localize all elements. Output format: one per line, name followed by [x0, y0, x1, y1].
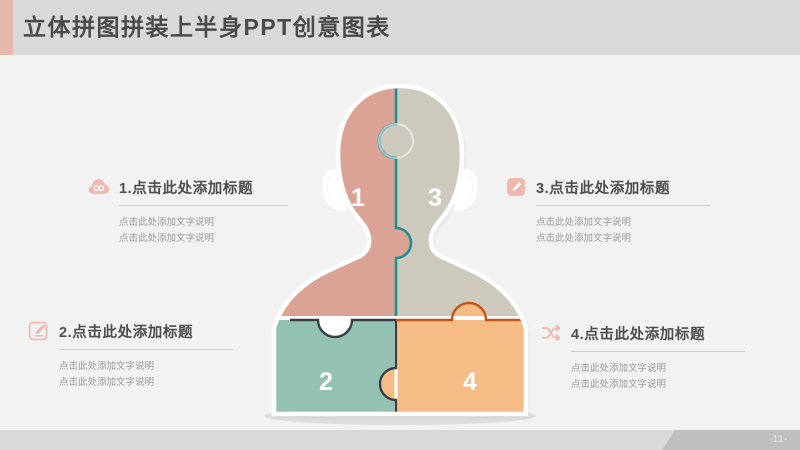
puzzle-piece-2 — [274, 320, 396, 414]
callout-item-4[interactable]: 4.点击此处添加标题 点击此处添加文字说明 点击此处添加文字说明 — [540, 322, 745, 393]
callout-1-desc-line-2: 点击此处添加文字说明 — [119, 233, 215, 244]
callout-4-divider — [571, 351, 745, 352]
callout-3-title: 3.点击此处添加标题 — [536, 180, 671, 197]
footer-band-accent — [662, 430, 800, 450]
callout-item-1[interactable]: 1.点击此处添加标题 点击此处添加文字说明 点击此处添加文字说明 — [88, 176, 288, 247]
callout-2-title: 2.点击此处添加标题 — [59, 324, 194, 341]
cloud-infinity-icon — [88, 176, 110, 198]
page-title: 立体拼图拼装上半身PPT创意图表 — [23, 14, 391, 40]
callout-4-desc-line-1: 点击此处添加文字说明 — [571, 363, 667, 374]
shuffle-icon — [540, 322, 562, 344]
piece-1-number: 1 — [351, 184, 365, 212]
piece-4-number: 4 — [463, 368, 477, 396]
callout-2-desc-line-2: 点击此处添加文字说明 — [59, 377, 155, 388]
callout-item-3[interactable]: 3.点击此处添加标题 点击此处添加文字说明 点击此处添加文字说明 — [505, 176, 710, 247]
header-bar — [0, 0, 800, 55]
knob-rim-top — [378, 123, 414, 159]
ear-notch-left — [322, 168, 348, 211]
callout-3-heading: 3.点击此处添加标题 — [505, 176, 710, 198]
callout-2-desc-line-1: 点击此处添加文字说明 — [59, 361, 155, 372]
puzzle-outline-piece4 — [396, 301, 526, 322]
piece-3-number: 3 — [428, 184, 442, 212]
footer-band — [0, 430, 800, 450]
callout-3-desc-line-2: 点击此处添加文字说明 — [536, 233, 632, 244]
callout-2-divider — [59, 349, 233, 350]
edit-square-icon — [28, 320, 50, 342]
pencil-filled-icon — [505, 176, 527, 198]
puzzle-piece-4 — [380, 303, 526, 414]
ear-notch-right — [452, 168, 478, 211]
callout-1-divider — [119, 205, 288, 206]
callout-4-title: 4.点击此处添加标题 — [571, 326, 706, 343]
bust-outline — [271, 83, 529, 417]
callout-2-heading: 2.点击此处添加标题 — [28, 320, 233, 342]
callout-4-heading: 4.点击此处添加标题 — [540, 322, 745, 344]
callout-1-desc-line-1: 点击此处添加文字说明 — [119, 217, 215, 228]
callout-1-heading: 1.点击此处添加标题 — [88, 176, 288, 198]
callout-3-divider — [536, 205, 710, 206]
piece-2-number: 2 — [319, 368, 333, 396]
callout-3-desc-line-1: 点击此处添加文字说明 — [536, 217, 632, 228]
page-number: -11- — [768, 434, 788, 445]
callout-item-2[interactable]: 2.点击此处添加标题 点击此处添加文字说明 点击此处添加文字说明 — [28, 320, 233, 391]
bust-puzzle-figure: 1 3 2 4 — [230, 78, 570, 426]
header-accent-bar — [0, 0, 13, 55]
callout-4-desc-line-2: 点击此处添加文字说明 — [571, 379, 667, 390]
callout-1-title: 1.点击此处添加标题 — [119, 180, 254, 197]
